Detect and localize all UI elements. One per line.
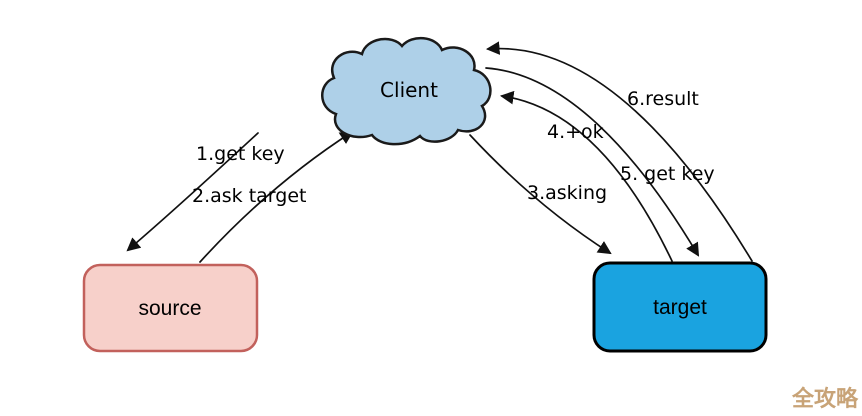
arrow-4-ok	[499, 90, 673, 262]
arrow-5-label: 5. get key	[620, 163, 715, 185]
arrow-6-label: 6.result	[627, 88, 699, 110]
arrow-1-label: 1.get key	[196, 143, 285, 165]
arrow-5-get-key	[485, 67, 700, 257]
target-label: target	[653, 296, 707, 319]
target-node-box	[592, 261, 768, 353]
client-cloud-shape	[321, 37, 492, 146]
source-label: source	[138, 297, 201, 320]
client-label: Client	[380, 78, 438, 102]
arrow-2-ask-target	[199, 130, 354, 263]
arrow-6-result	[485, 41, 753, 262]
arrow-4-label: 4.+ok	[547, 121, 604, 143]
arrow-3-asking	[469, 134, 612, 255]
arrow-1-get-key	[126, 132, 259, 252]
source-node-box	[82, 263, 259, 353]
arrow-2-label: 2.ask target	[192, 185, 306, 207]
watermark-text: 全攻略	[791, 386, 859, 412]
arrow-3-label: 3.asking	[527, 182, 607, 204]
